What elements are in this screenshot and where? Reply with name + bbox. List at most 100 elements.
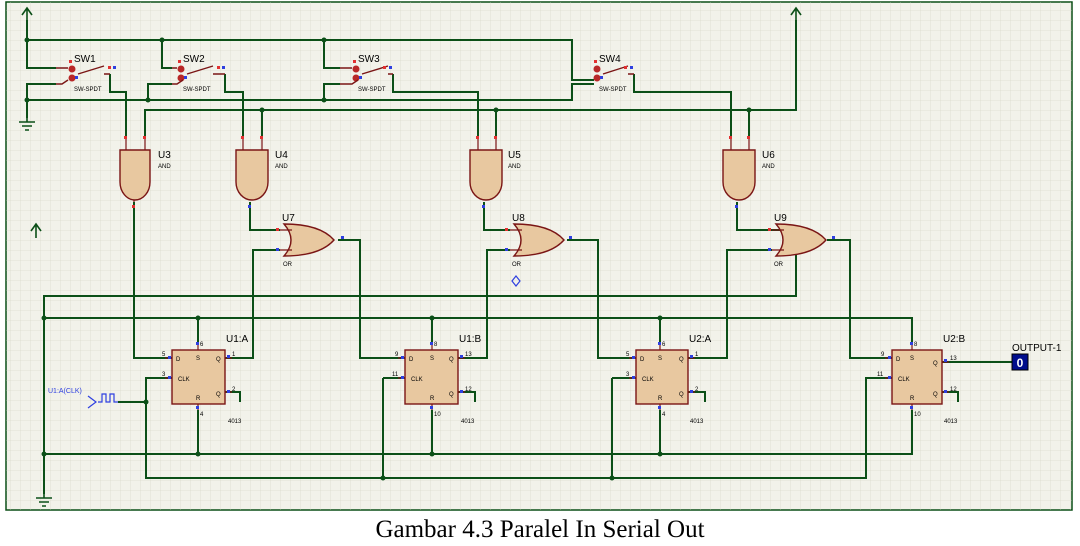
- pin-num-q: 13: [465, 352, 472, 358]
- pin-name-qn: Q: [933, 392, 938, 398]
- power-terminal-icon: [790, 6, 802, 20]
- output-probe[interactable]: OUTPUT-1 0: [1011, 343, 1062, 371]
- pin-num-clk: 11: [392, 372, 399, 378]
- gate-ref: U7: [282, 213, 295, 224]
- gate-type: OR: [774, 262, 784, 268]
- flipflop-ref: U2:B: [943, 334, 966, 345]
- pin-num-s: 8: [914, 342, 918, 348]
- pin-name-qn: Q: [449, 392, 454, 398]
- pin-num-s: 6: [662, 342, 666, 348]
- switch-ref: SW4: [599, 54, 621, 65]
- flipflop-u1a[interactable]: U1:A 4013 D CLK Q Q S R 5 3 1 2 6 4: [162, 334, 249, 425]
- clock-generator[interactable]: U1:A(CLK): [48, 388, 118, 409]
- switch-sw1[interactable]: SW1 SW-SPDT: [56, 54, 116, 93]
- pin-name-q: Q: [216, 357, 221, 363]
- pin-num-r: 10: [434, 412, 441, 418]
- square-wave-icon: [98, 393, 118, 403]
- and-gate-u5[interactable]: U5 AND: [469, 136, 521, 208]
- switch-sw4[interactable]: SW4 SW-SPDT: [593, 54, 635, 93]
- switch-type: SW-SPDT: [358, 87, 386, 93]
- pin-num-qn: 12: [465, 387, 472, 393]
- switch-type: SW-SPDT: [183, 87, 211, 93]
- figure-caption: Gambar 4.3 Paralel In Serial Out: [375, 516, 705, 543]
- pin-name-s: S: [658, 356, 662, 362]
- pin-num-d: 9: [395, 352, 399, 358]
- pin-name-d: D: [176, 357, 181, 363]
- gate-type: OR: [512, 262, 522, 268]
- flipflop-part: 4013: [461, 419, 475, 425]
- pin-name-clk: CLK: [898, 377, 910, 383]
- gate-type: AND: [508, 164, 521, 170]
- pin-num-clk: 3: [162, 372, 166, 378]
- ground-terminal-icon: [19, 118, 35, 131]
- flipflop-u1b[interactable]: U1:B 4013 D CLK Q Q S R 9 11 13 12 8 10: [392, 334, 482, 425]
- gate-type: AND: [158, 164, 171, 170]
- or-gate-u8[interactable]: U8 OR: [505, 213, 572, 268]
- pin-num-qn: 2: [695, 387, 699, 393]
- output-value: 0: [1017, 356, 1024, 370]
- pin-name-s: S: [430, 356, 434, 362]
- gate-ref: U4: [275, 150, 288, 161]
- pin-name-clk: CLK: [642, 377, 654, 383]
- pin-name-d: D: [409, 357, 414, 363]
- flipflop-u2a[interactable]: U2:A 4013 D CLK Q Q S R 5 3 1 2 6 4: [626, 334, 712, 425]
- junction-dots: [24, 37, 752, 481]
- and-gate-u6[interactable]: U6 AND: [722, 136, 775, 208]
- switch-ref: SW3: [358, 54, 380, 65]
- pin-name-r: R: [430, 396, 435, 402]
- pin-name-clk: CLK: [178, 377, 190, 383]
- pin-name-q: Q: [449, 357, 454, 363]
- schematic-diagram: SW1 SW-SPDT SW2 SW-SPDT SW3 SW-SPDT SW4 …: [5, 1, 1073, 511]
- flipflop-part: 4013: [228, 419, 242, 425]
- flipflop-ref: U2:A: [689, 334, 712, 345]
- and-gate-u3[interactable]: U3 AND: [119, 136, 171, 208]
- pin-num-q: 1: [695, 352, 699, 358]
- flipflop-part: 4013: [690, 419, 704, 425]
- pin-num-clk: 11: [877, 372, 884, 378]
- switch-type: SW-SPDT: [74, 87, 102, 93]
- gate-ref: U6: [762, 150, 775, 161]
- wires: [26, 20, 1012, 494]
- pin-name-r: R: [196, 396, 201, 402]
- pin-num-q: 1: [232, 352, 236, 358]
- and-gate-u4[interactable]: U4 AND: [235, 136, 288, 208]
- switch-type: SW-SPDT: [599, 87, 627, 93]
- switch-ref: SW2: [183, 54, 205, 65]
- flipflop-u2b[interactable]: U2:B 4013 D CLK Q Q S R 9 11 13 12 8 10: [877, 334, 966, 425]
- gate-type: AND: [275, 164, 288, 170]
- flipflop-part: 4013: [944, 419, 958, 425]
- pin-name-d: D: [640, 357, 645, 363]
- pin-num-d: 9: [881, 352, 885, 358]
- pin-name-q: Q: [933, 361, 938, 367]
- pin-num-s: 6: [200, 342, 204, 348]
- pin-name-r: R: [910, 396, 915, 402]
- or-gate-u9[interactable]: U9 OR: [768, 213, 835, 268]
- flipflop-ref: U1:B: [459, 334, 482, 345]
- pin-name-clk: CLK: [411, 377, 423, 383]
- pin-num-q: 13: [950, 356, 957, 362]
- pin-num-r: 4: [200, 412, 204, 418]
- gate-ref: U8: [512, 213, 525, 224]
- pin-name-r: R: [658, 396, 663, 402]
- pin-num-qn: 2: [232, 387, 236, 393]
- switch-sw3[interactable]: SW3 SW-SPDT: [340, 54, 393, 93]
- pin-name-d: D: [896, 357, 901, 363]
- pin-num-d: 5: [162, 352, 166, 358]
- gate-type: OR: [283, 262, 293, 268]
- pin-num-qn: 12: [950, 387, 957, 393]
- switch-sw2[interactable]: SW2 SW-SPDT: [172, 54, 225, 93]
- pin-name-s: S: [196, 356, 200, 362]
- pin-num-d: 5: [626, 352, 630, 358]
- pin-num-s: 8: [434, 342, 438, 348]
- flipflop-ref: U1:A: [226, 334, 249, 345]
- ground-terminal-icon: [36, 494, 52, 507]
- gate-ref: U9: [774, 213, 787, 224]
- pin-name-s: S: [910, 356, 914, 362]
- sheet-grid: [6, 2, 1072, 510]
- or-gate-u7[interactable]: U7 OR: [276, 213, 344, 268]
- pin-num-r: 4: [662, 412, 666, 418]
- gate-ref: U3: [158, 150, 171, 161]
- pin-name-qn: Q: [679, 392, 684, 398]
- gate-ref: U5: [508, 150, 521, 161]
- power-terminal-icon: [30, 222, 42, 238]
